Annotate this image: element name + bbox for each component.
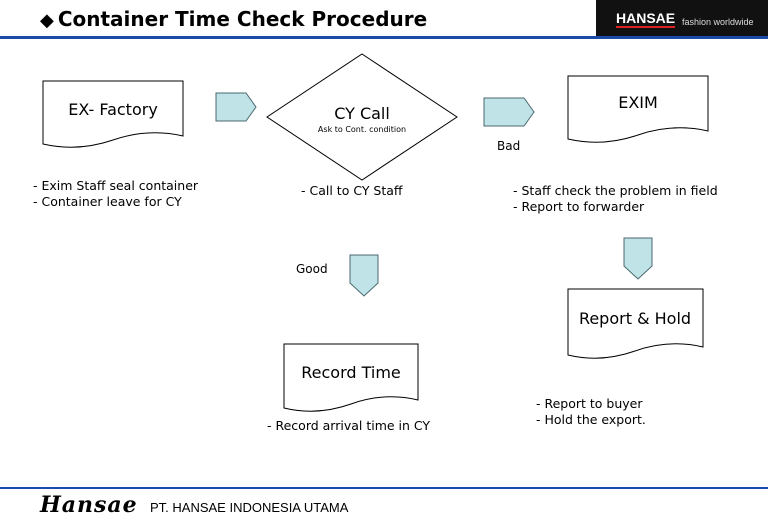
- arrow-down-icon: [623, 237, 653, 280]
- footer-rule: [0, 487, 768, 489]
- header: ◆Container Time Check Procedure HANSAE f…: [0, 0, 768, 40]
- arrow-right-icon: [215, 92, 257, 122]
- ex-factory-box: [42, 80, 184, 148]
- note-line: - Container leave for CY: [33, 194, 182, 209]
- note-line: - Report to forwarder: [513, 199, 645, 214]
- exim-label: EXIM: [618, 93, 658, 112]
- record-time-box: [283, 343, 419, 412]
- exim-box: [567, 75, 709, 143]
- brand-tagline: fashion worldwide: [682, 17, 754, 27]
- report-hold-label: Report & Hold: [579, 309, 691, 328]
- exim-notes: - Staff check the problem in field - Rep…: [513, 183, 718, 215]
- record-time-notes: - Record arrival time in CY: [267, 418, 430, 434]
- brand-logo: HANSAE: [616, 10, 676, 28]
- footer-company-name: PT. HANSAE INDONESIA UTAMA: [150, 500, 349, 515]
- diamond-bullet-icon: ◆: [40, 10, 54, 31]
- cy-call-notes: - Call to CY Staff: [301, 183, 403, 199]
- cy-call-decision: [266, 53, 458, 181]
- cy-call-label: CY Call: [334, 104, 390, 123]
- brand-banner: HANSAE fashion worldwide: [596, 0, 768, 36]
- note-line: - Staff check the problem in field: [513, 183, 718, 198]
- arrow-right-icon: [483, 97, 535, 127]
- report-hold-notes: - Report to buyer - Hold the export.: [536, 396, 646, 428]
- note-line: - Call to CY Staff: [301, 183, 403, 198]
- header-rule: [0, 36, 768, 39]
- arrow-down-icon: [349, 254, 379, 297]
- page-title-text: Container Time Check Procedure: [57, 7, 428, 31]
- note-line: - Exim Staff seal container: [33, 178, 199, 193]
- page-title: ◆Container Time Check Procedure: [40, 7, 427, 31]
- branch-good-label: Good: [296, 262, 328, 276]
- record-time-label: Record Time: [301, 363, 401, 382]
- note-line: - Report to buyer: [536, 396, 643, 411]
- cy-call-sublabel: Ask to Cont. condition: [318, 125, 406, 134]
- report-hold-box: [567, 288, 704, 359]
- ex-factory-label: EX- Factory: [68, 100, 158, 119]
- note-line: - Hold the export.: [536, 412, 646, 427]
- branch-bad-label: Bad: [497, 139, 521, 153]
- footer-logo: Hansae: [40, 492, 138, 518]
- note-line: - Record arrival time in CY: [267, 418, 431, 433]
- ex-factory-notes: - Exim Staff seal container - Container …: [33, 178, 198, 210]
